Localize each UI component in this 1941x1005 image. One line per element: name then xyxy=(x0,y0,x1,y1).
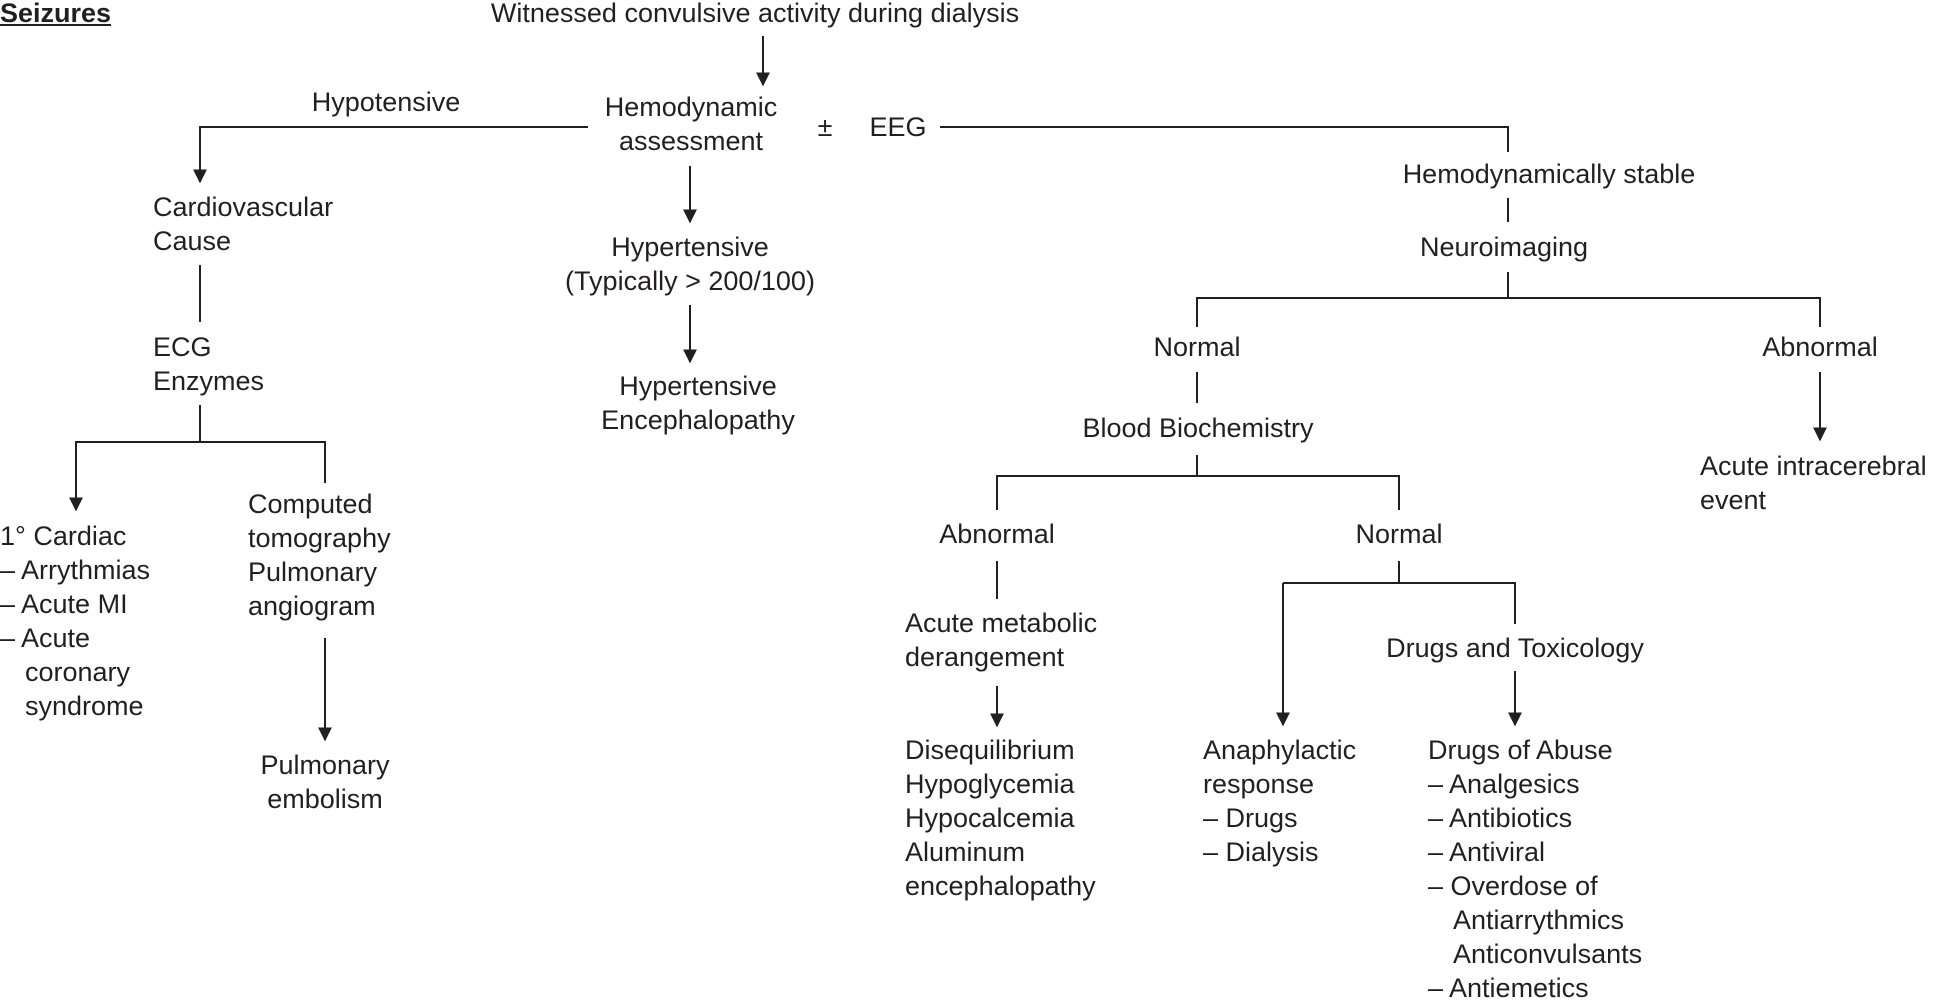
node-blood-biochemistry: Blood Biochemistry xyxy=(1082,411,1313,445)
node-text-line: – Acute MI xyxy=(0,589,128,619)
node-abnormal-biochemistry: Abnormal xyxy=(939,517,1055,551)
node-anaphylactic-response: Anaphylactic response – Drugs – Dialysis xyxy=(1203,733,1356,869)
node-text-line: ± xyxy=(817,112,833,142)
node-text-line: 1° Cardiac xyxy=(0,521,127,551)
node-text-line: Normal xyxy=(1355,519,1443,549)
node-plus-minus: ± xyxy=(818,110,833,144)
node-text-line: Hypotensive xyxy=(311,87,461,117)
node-text-line: Abnormal xyxy=(1762,332,1878,362)
node-text-line: encephalopathy xyxy=(905,871,1096,901)
node-hypertensive: Hypertensive (Typically > 200/100) xyxy=(565,230,815,298)
node-text-line: Antiarrythmics xyxy=(1453,905,1625,935)
node-text-line: Pulmonary xyxy=(248,557,378,587)
node-text-line: Hemodynamic xyxy=(604,92,778,122)
node-text-line: coronary xyxy=(25,657,131,687)
node-text-line: tomography xyxy=(248,523,391,553)
node-text-line: – Overdose of xyxy=(1428,871,1598,901)
node-text-line: Witnessed convulsive activity during dia… xyxy=(490,0,1020,28)
node-text-line: Cause xyxy=(153,226,232,256)
node-text-line: Blood Biochemistry xyxy=(1082,413,1314,443)
diagram-title: Seizures xyxy=(0,0,112,28)
node-drugs-and-toxicology: Drugs and Toxicology xyxy=(1386,631,1644,665)
connector-ecg-split xyxy=(199,405,326,483)
node-text-line: Hypertensive xyxy=(619,371,777,401)
label-hypotensive: Hypotensive xyxy=(312,85,461,119)
node-text-line: Computed xyxy=(248,489,373,519)
node-text-line: Acute metabolic xyxy=(905,608,1098,638)
node-root: Witnessed convulsive activity during dia… xyxy=(491,0,1019,30)
node-acute-metabolic-derangement: Acute metabolic derangement xyxy=(905,606,1097,674)
arrow-to-primary-cardiac xyxy=(69,441,200,512)
connector-hypotensive-branch xyxy=(193,126,588,184)
node-text-line: Encephalopathy xyxy=(601,405,795,435)
connector-normal2-split xyxy=(1283,561,1400,584)
node-text-line: Disequilibrium xyxy=(905,735,1075,765)
node-text-line: Normal xyxy=(1153,332,1241,362)
node-text-line: syndrome xyxy=(25,691,144,721)
node-text-line: – Antiemetics xyxy=(1428,973,1589,1003)
node-neuroimaging: Neuroimaging xyxy=(1420,230,1588,264)
node-normal-biochemistry: Normal xyxy=(1355,517,1442,551)
node-text-line: Hypoglycemia xyxy=(905,769,1075,799)
node-text-line: Abnormal xyxy=(939,519,1055,549)
node-pulmonary-embolism: Pulmonary embolism xyxy=(260,748,389,816)
node-text-line: Drugs of Abuse xyxy=(1428,735,1613,765)
node-drugs-of-abuse: Drugs of Abuse – Analgesics – Antibiotics –… xyxy=(1428,733,1642,1005)
node-hemodynamic-assessment: Hemodynamic assessment xyxy=(605,90,778,158)
node-text-line: – Antibiotics xyxy=(1428,803,1573,833)
arrow-to-abnormal-neuro xyxy=(1508,297,1820,440)
node-text-line: response xyxy=(1203,769,1315,799)
node-normal-neuroimaging: Normal xyxy=(1153,330,1240,364)
node-text-line: – Drugs xyxy=(1203,803,1298,833)
node-text-line: assessment xyxy=(618,126,764,156)
node-primary-cardiac: 1° Cardiac – Arrythmias – Acute MI – Acute c… xyxy=(0,519,150,723)
connector-neuroimaging-split xyxy=(1196,272,1509,327)
node-hemodynamically-stable: Hemodynamically stable xyxy=(1403,157,1696,191)
node-acute-intracerebral-event: Acute intracerebral event xyxy=(1700,449,1927,517)
node-text-line: ECG xyxy=(153,332,212,362)
node-text-line: – Acute xyxy=(0,623,91,653)
node-text-line: (Typically > 200/100) xyxy=(565,266,815,296)
node-text-line: Anticonvulsants xyxy=(1453,939,1643,969)
node-text-line: Neuroimaging xyxy=(1419,232,1589,262)
node-text-line: Anaphylactic xyxy=(1203,735,1357,765)
node-text-line: angiogram xyxy=(248,591,376,621)
connector-eeg-to-stable xyxy=(940,126,1509,152)
node-text-line: EEG xyxy=(869,112,927,142)
node-abnormal-neuroimaging: Abnormal xyxy=(1762,330,1878,364)
node-text-line: Aluminum xyxy=(905,837,1026,867)
node-text-line: – Arrythmias xyxy=(0,555,151,585)
node-text-line: Cardiovascular xyxy=(153,192,334,222)
connector-biochem-split xyxy=(996,455,1400,510)
node-eeg: EEG xyxy=(869,110,926,144)
node-text-line: – Antiviral xyxy=(1428,837,1546,867)
node-text-line: Hemodynamically stable xyxy=(1402,159,1696,189)
node-text-line: – Dialysis xyxy=(1203,837,1319,867)
connector-to-drugs-tox xyxy=(1399,582,1516,624)
node-text-line: – Analgesics xyxy=(1428,769,1580,799)
node-text-line: Enzymes xyxy=(153,366,265,396)
node-text-line: embolism xyxy=(267,784,383,814)
node-text-line: Pulmonary xyxy=(260,750,390,780)
node-ecg-enzymes: ECG Enzymes xyxy=(153,330,264,398)
node-text-line: derangement xyxy=(905,642,1065,672)
node-text-line: Drugs and Toxicology xyxy=(1386,633,1644,663)
node-text-line: Hypertensive xyxy=(611,232,769,262)
node-text-line: Acute intracerebral xyxy=(1700,451,1927,481)
node-text-line: Hypocalcemia xyxy=(905,803,1075,833)
node-text-line: event xyxy=(1700,485,1767,515)
